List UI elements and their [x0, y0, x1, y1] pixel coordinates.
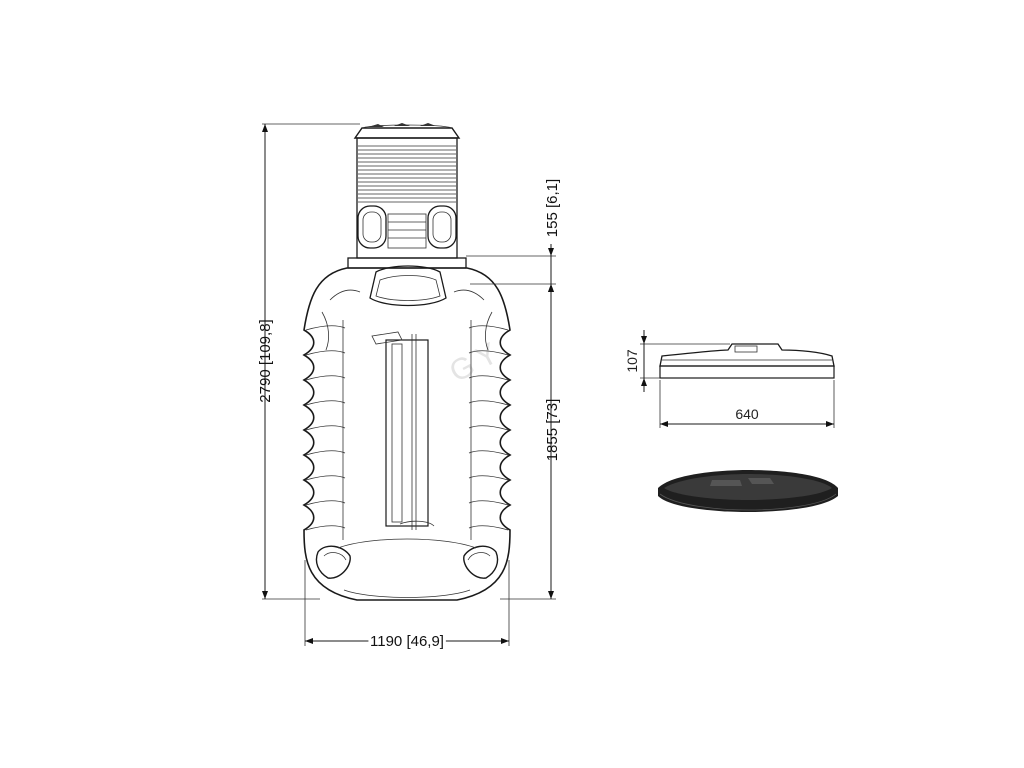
lid-side-view: 107 640	[624, 330, 835, 428]
tank-neck	[356, 137, 458, 259]
lid-diameter-label: 640	[735, 406, 759, 422]
dimension-body-height: 1855 [73]	[470, 283, 561, 600]
dimension-width: 1190 [46,9]	[304, 560, 510, 653]
height-dimension-label: 2790 [109,8]	[257, 319, 274, 402]
watermark-text: GY	[444, 334, 508, 389]
tank-cap	[353, 123, 461, 139]
tank-body	[302, 265, 512, 601]
width-dimension-label: 1190 [46,9]	[370, 633, 444, 650]
neck-gap-dimension-label: 155 [6,1]	[544, 179, 561, 237]
lid-height-label: 107	[624, 349, 640, 373]
dimension-neck-gap: 155 [6,1]	[466, 179, 561, 292]
body-height-dimension-label: 1855 [73]	[544, 399, 561, 462]
tank-drawing: 2790 [109,8] 1190 [46,9] 1855 [73] 155 […	[257, 123, 561, 653]
lid-3d-view	[658, 470, 838, 512]
dimension-height: 2790 [109,8]	[257, 123, 360, 600]
